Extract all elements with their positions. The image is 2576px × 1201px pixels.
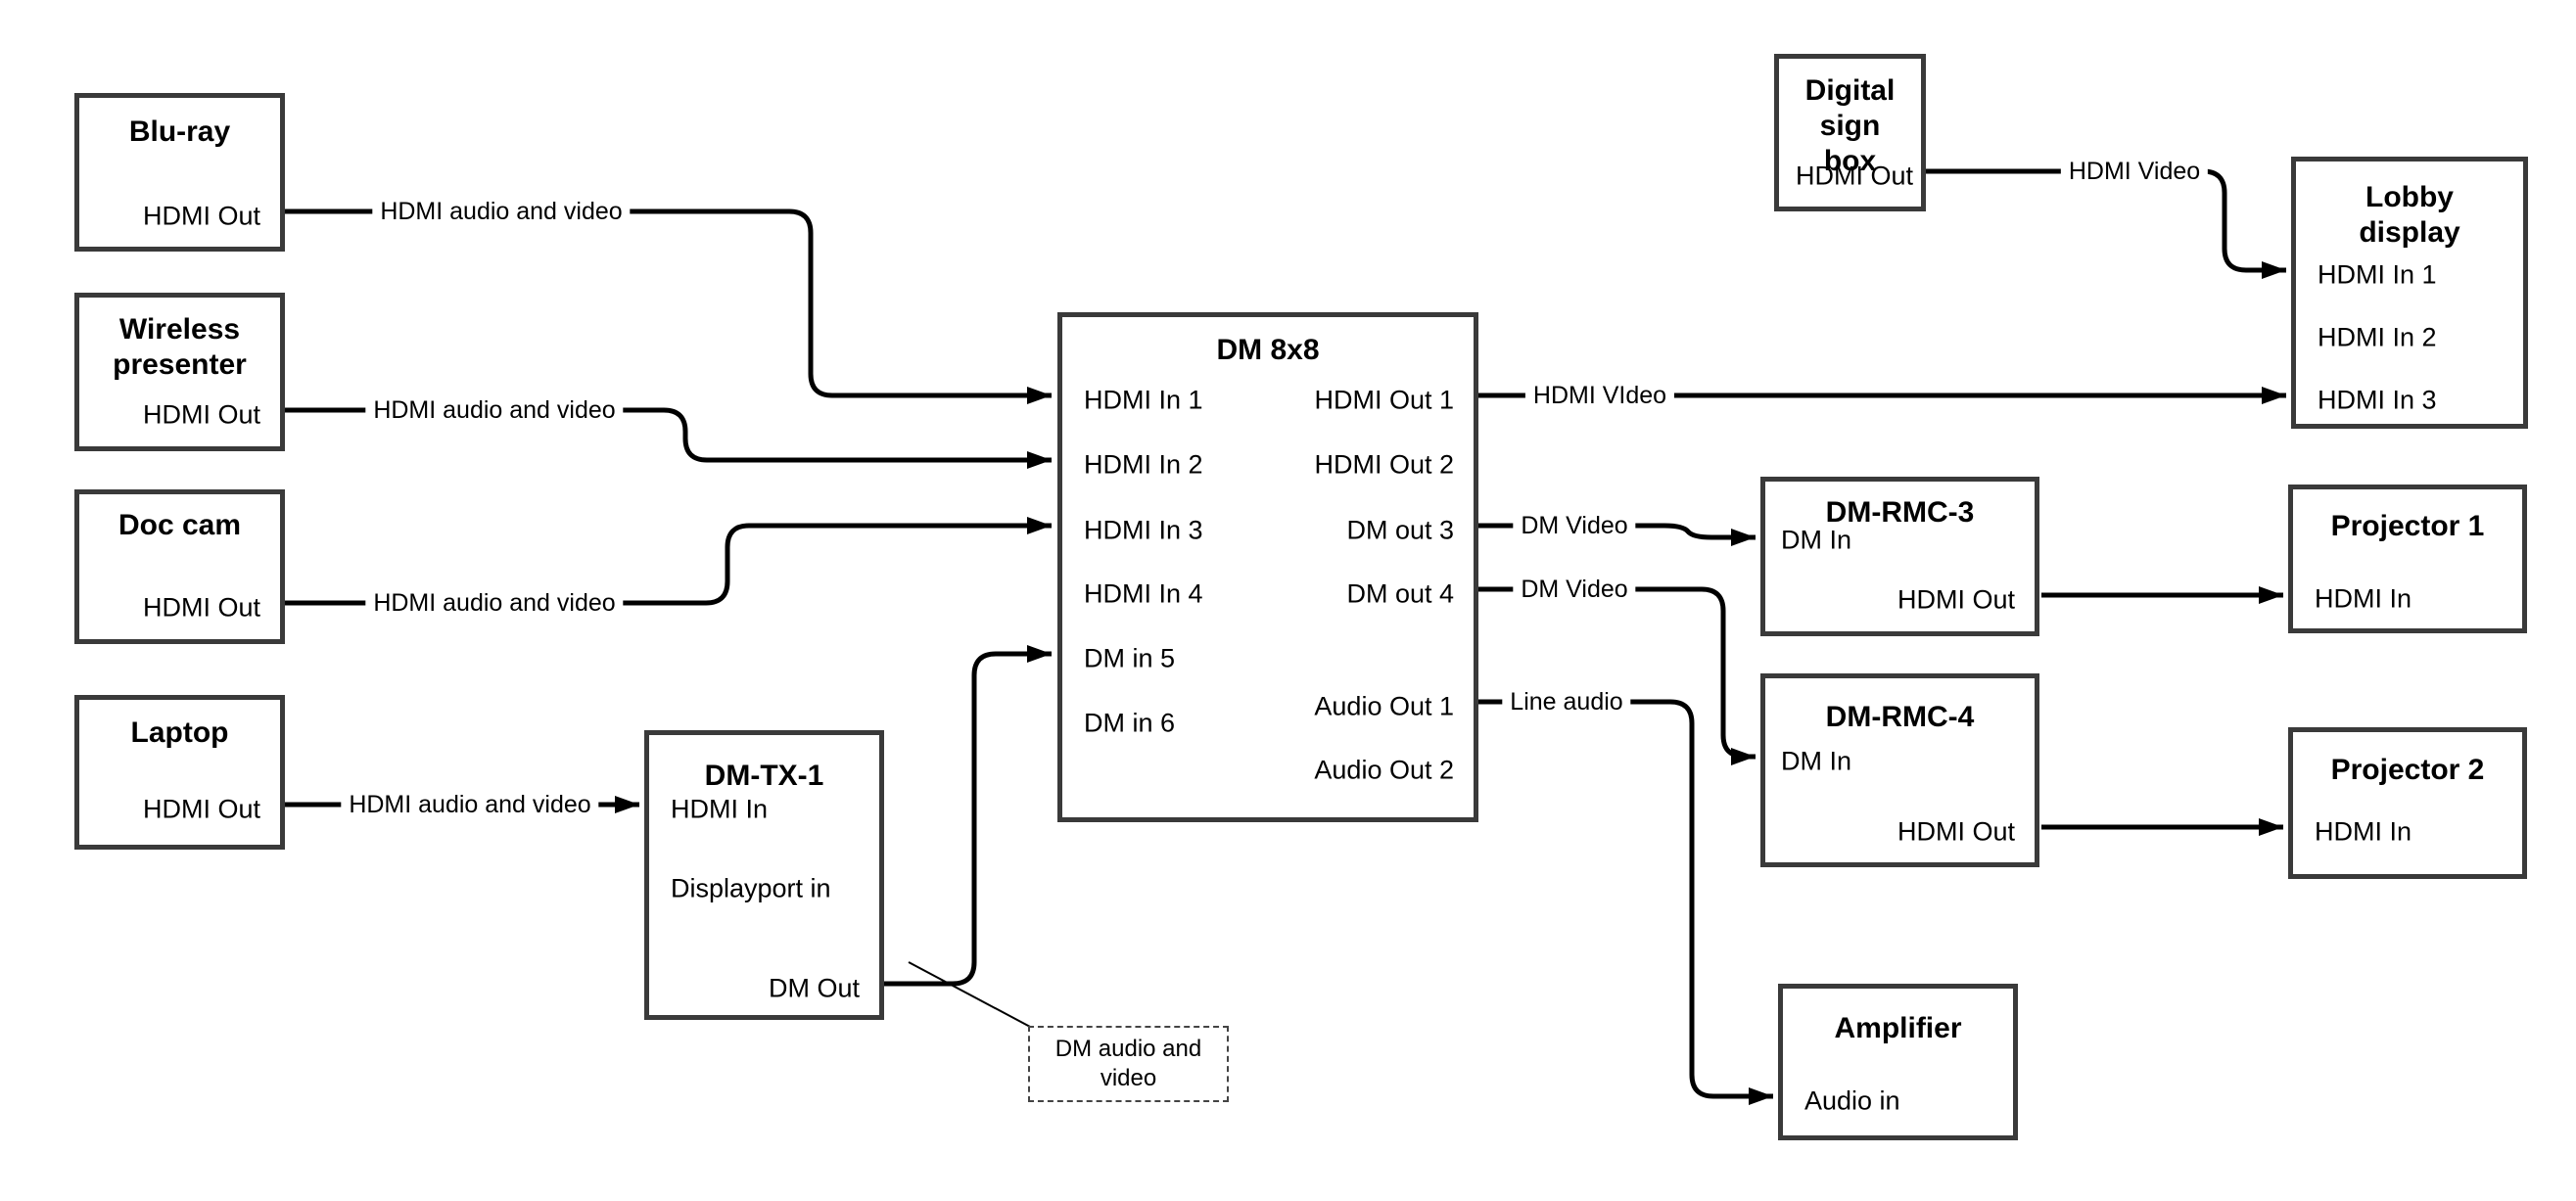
digital-sign-box-port-hdmi-out: HDMI Out	[1795, 161, 1913, 191]
lobby-display-title: Lobby display	[2296, 180, 2523, 251]
dm-tx-1-title: DM-TX-1	[704, 760, 824, 792]
lobby-display-title-line2: display	[2359, 216, 2460, 249]
wire-doccam-to-dm8x8-in3	[285, 517, 1052, 606]
node-projector-2: Projector 2 HDMI In	[2288, 727, 2527, 879]
wireless-presenter-title-line2: presenter	[113, 348, 247, 381]
node-laptop: Laptop HDMI Out	[74, 695, 285, 850]
digital-sign-box-title-line2: box	[1823, 145, 1877, 177]
dm-8x8-port-audio-out-2: Audio Out 2	[1314, 755, 1454, 785]
wire-wireless-to-dm8x8-in2	[285, 407, 1052, 469]
wireless-presenter-title-line1: Wireless	[118, 313, 241, 346]
node-doc-cam: Doc cam HDMI Out	[74, 489, 285, 644]
dm-8x8-title: DM 8x8	[1216, 334, 1320, 366]
dm-8x8-port-hdmi-in-4: HDMI In 4	[1084, 578, 1203, 609]
callout-text: DM audio and video	[1054, 1036, 1202, 1091]
dm-rmc-3-port-dm-in: DM In	[1781, 525, 1852, 555]
wire-dm8x8-out3-to-dmrmc3	[1478, 523, 1756, 546]
dm-8x8-port-hdmi-in-1: HDMI In 1	[1084, 385, 1203, 415]
amplifier-title: Amplifier	[1834, 1012, 1962, 1044]
dm-8x8-port-dm-out-4: DM out 4	[1346, 578, 1454, 609]
node-projector-1: Projector 1 HDMI In	[2288, 485, 2527, 633]
digital-sign-box-title-line1: Digital sign	[1804, 74, 1896, 142]
node-amplifier: Amplifier Audio in	[1778, 984, 2018, 1140]
wire-label-doccam: HDMI audio and video	[365, 588, 624, 618]
dm-rmc-3-title: DM-RMC-3	[1825, 496, 1975, 529]
projector-1-title: Projector 1	[2330, 510, 2485, 542]
dm-tx-1-port-displayport-in: Displayport in	[671, 873, 831, 903]
projector-2-title: Projector 2	[2330, 754, 2485, 786]
dm-8x8-port-audio-out-1: Audio Out 1	[1314, 691, 1454, 721]
wire-label-hdmi-out-1: HDMI VIdeo	[1524, 381, 1675, 410]
node-digital-sign-box: Digital sign box HDMI Out	[1774, 54, 1926, 211]
dm-8x8-port-hdmi-out-2: HDMI Out 2	[1314, 449, 1454, 480]
digital-sign-box-title: Digital sign box	[1779, 73, 1921, 179]
dm-8x8-port-dm-out-3: DM out 3	[1346, 515, 1454, 545]
node-dm-rmc-4: DM-RMC-4 DM In HDMI Out	[1760, 673, 2039, 867]
dm-tx-1-port-hdmi-in: HDMI In	[671, 794, 769, 824]
dm-tx-1-port-dm-out: DM Out	[768, 973, 860, 1003]
dm-rmc-4-port-dm-in: DM In	[1781, 746, 1852, 776]
lobby-display-port-hdmi-in-2: HDMI In 2	[2318, 322, 2437, 352]
wire-label-audio-out-1: Line audio	[1502, 687, 1631, 716]
dm-8x8-port-hdmi-in-3: HDMI In 3	[1084, 515, 1203, 545]
doc-cam-title: Doc cam	[117, 509, 242, 541]
projector-1-port-hdmi-in: HDMI In	[2315, 583, 2412, 614]
node-dm-tx-1: DM-TX-1 HDMI In Displayport in DM Out	[644, 730, 884, 1020]
dm-rmc-4-title: DM-RMC-4	[1825, 701, 1975, 733]
wireless-presenter-port-hdmi-out: HDMI Out	[142, 399, 260, 430]
dm-rmc-4-port-hdmi-out: HDMI Out	[1897, 816, 2015, 847]
wireless-presenter-title: Wireless presenter	[79, 312, 280, 383]
bluray-title: Blu-ray	[128, 115, 231, 148]
lobby-display-port-hdmi-in-1: HDMI In 1	[2318, 259, 2437, 290]
wire-label-wireless: HDMI audio and video	[365, 395, 624, 425]
lobby-display-port-hdmi-in-3: HDMI In 3	[2318, 385, 2437, 415]
node-dm-8x8: DM 8x8 HDMI In 1 HDMI In 2 HDMI In 3 HDM…	[1057, 312, 1478, 822]
wire-label-dm-out-3: DM Video	[1513, 511, 1636, 540]
amplifier-port-audio-in: Audio in	[1804, 1086, 1900, 1116]
node-bluray: Blu-ray HDMI Out	[74, 93, 285, 252]
wire-label-laptop: HDMI audio and video	[341, 790, 599, 819]
wire-digitalsign-to-lobby-in1	[1926, 168, 2286, 279]
laptop-title: Laptop	[130, 716, 229, 749]
node-lobby-display: Lobby display HDMI In 1 HDMI In 2 HDMI I…	[2291, 157, 2528, 429]
dm-8x8-port-dm-in-6: DM in 6	[1084, 708, 1176, 738]
dm-8x8-port-hdmi-in-2: HDMI In 2	[1084, 449, 1203, 480]
projector-2-port-hdmi-in: HDMI In	[2315, 816, 2412, 847]
dm-rmc-3-port-hdmi-out: HDMI Out	[1897, 584, 2015, 615]
dm-8x8-port-hdmi-out-1: HDMI Out 1	[1314, 385, 1454, 415]
wire-label-digital-sign: HDMI Video	[2060, 157, 2209, 186]
node-wireless-presenter: Wireless presenter HDMI Out	[74, 293, 285, 451]
wire-label-bluray: HDMI audio and video	[372, 197, 631, 226]
laptop-port-hdmi-out: HDMI Out	[142, 794, 260, 824]
dm-8x8-port-dm-in-5: DM in 5	[1084, 643, 1176, 673]
wire-dmtx1-to-dm8x8-in5	[884, 645, 1052, 987]
wire-label-dm-out-4: DM Video	[1513, 575, 1636, 604]
callout-pointer-line	[908, 961, 1033, 1029]
lobby-display-title-line1: Lobby	[2365, 181, 2454, 213]
wire-dm8x8-audio1-to-amplifier	[1478, 699, 1773, 1105]
node-dm-rmc-3: DM-RMC-3 DM In HDMI Out	[1760, 477, 2039, 636]
doc-cam-port-hdmi-out: HDMI Out	[142, 592, 260, 623]
bluray-port-hdmi-out: HDMI Out	[142, 201, 260, 231]
callout-dm-audio-and-video: DM audio and video	[1028, 1026, 1229, 1102]
wire-bluray-to-dm8x8-in1	[285, 208, 1052, 404]
wire-dm8x8-out4-to-dmrmc4	[1478, 586, 1756, 765]
